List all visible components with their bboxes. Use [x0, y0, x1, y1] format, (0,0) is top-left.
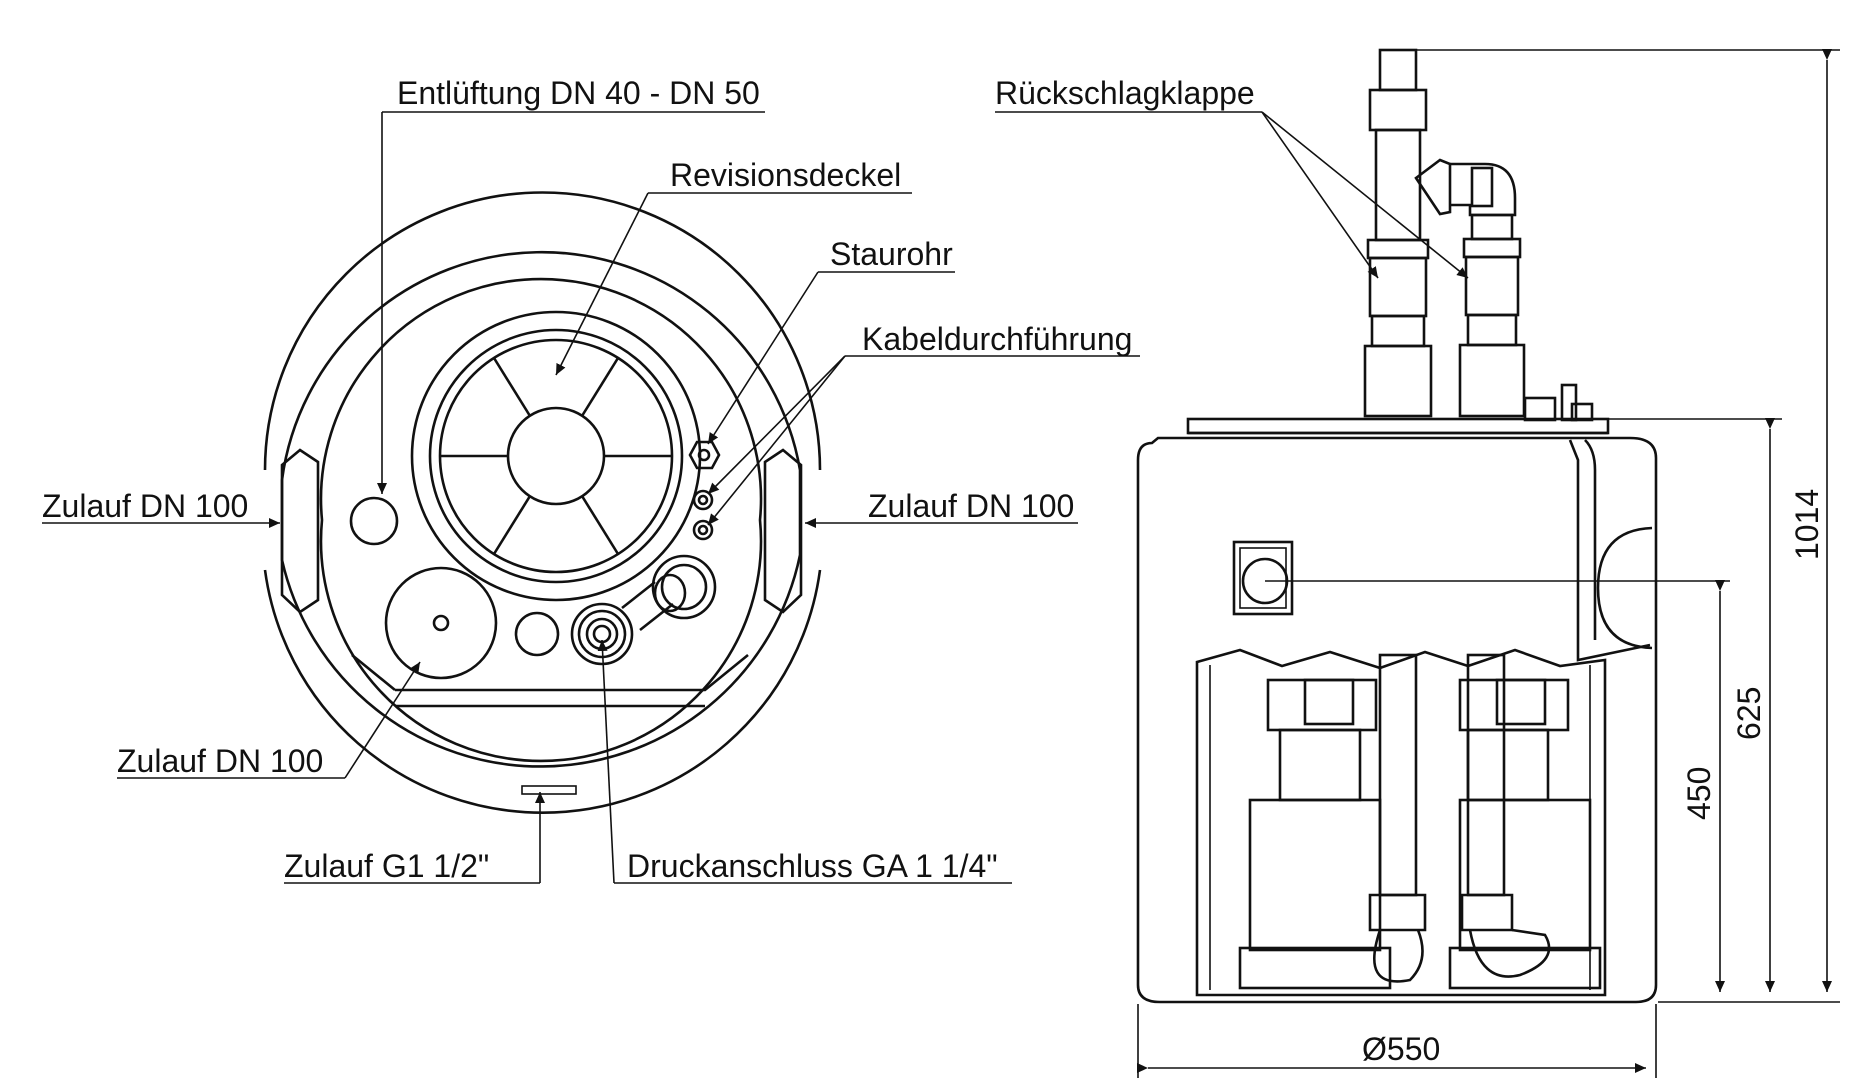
cable-gland-2: [692, 519, 714, 541]
dim-diameter: Ø550: [1362, 1031, 1440, 1067]
label-revisionsdeckel: Revisionsdeckel: [670, 157, 901, 193]
label-rueckschlagklappe: Rückschlagklappe: [995, 75, 1255, 111]
side-view: [1136, 48, 1658, 1004]
right-flange: [763, 448, 803, 614]
inner-rim: [319, 277, 763, 763]
tank-body: [1136, 436, 1658, 1004]
pump-left: [1238, 678, 1392, 990]
top-view: [263, 191, 822, 814]
label-zulauf-left: Zulauf DN 100: [42, 488, 248, 524]
small-port: [514, 611, 560, 657]
label-zulauf-g: Zulauf G1 1/2": [284, 848, 489, 884]
label-kabeldurchfuehrung: Kabeldurchführung: [862, 321, 1132, 357]
vent-port: [349, 496, 399, 546]
label-staurohr: Staurohr: [830, 236, 953, 272]
dim-height-inlet: 625: [1731, 687, 1767, 740]
label-zulauf-right: Zulauf DN 100: [868, 488, 1074, 524]
pressure-pipes: [1363, 48, 1526, 418]
staurohr-nut: [688, 440, 721, 470]
inlet-port-dn100: [384, 566, 498, 680]
dim-height-side: 450: [1681, 767, 1717, 820]
side-inlet: [1596, 526, 1653, 650]
label-druckanschluss: Druckanschluss GA 1 1/4": [627, 848, 998, 884]
label-zulauf-bottom: Zulauf DN 100: [117, 743, 323, 779]
side-view-dimensions: [995, 49, 1840, 1078]
label-entlueftung: Entlüftung DN 40 - DN 50: [397, 75, 760, 111]
left-flange: [280, 448, 320, 614]
cable-gland-1: [692, 489, 714, 511]
revision-cover: [410, 310, 702, 602]
top-view-leaders: [42, 111, 1140, 884]
pressure-connection: [570, 554, 717, 666]
dim-height-total: 1014: [1789, 489, 1825, 560]
